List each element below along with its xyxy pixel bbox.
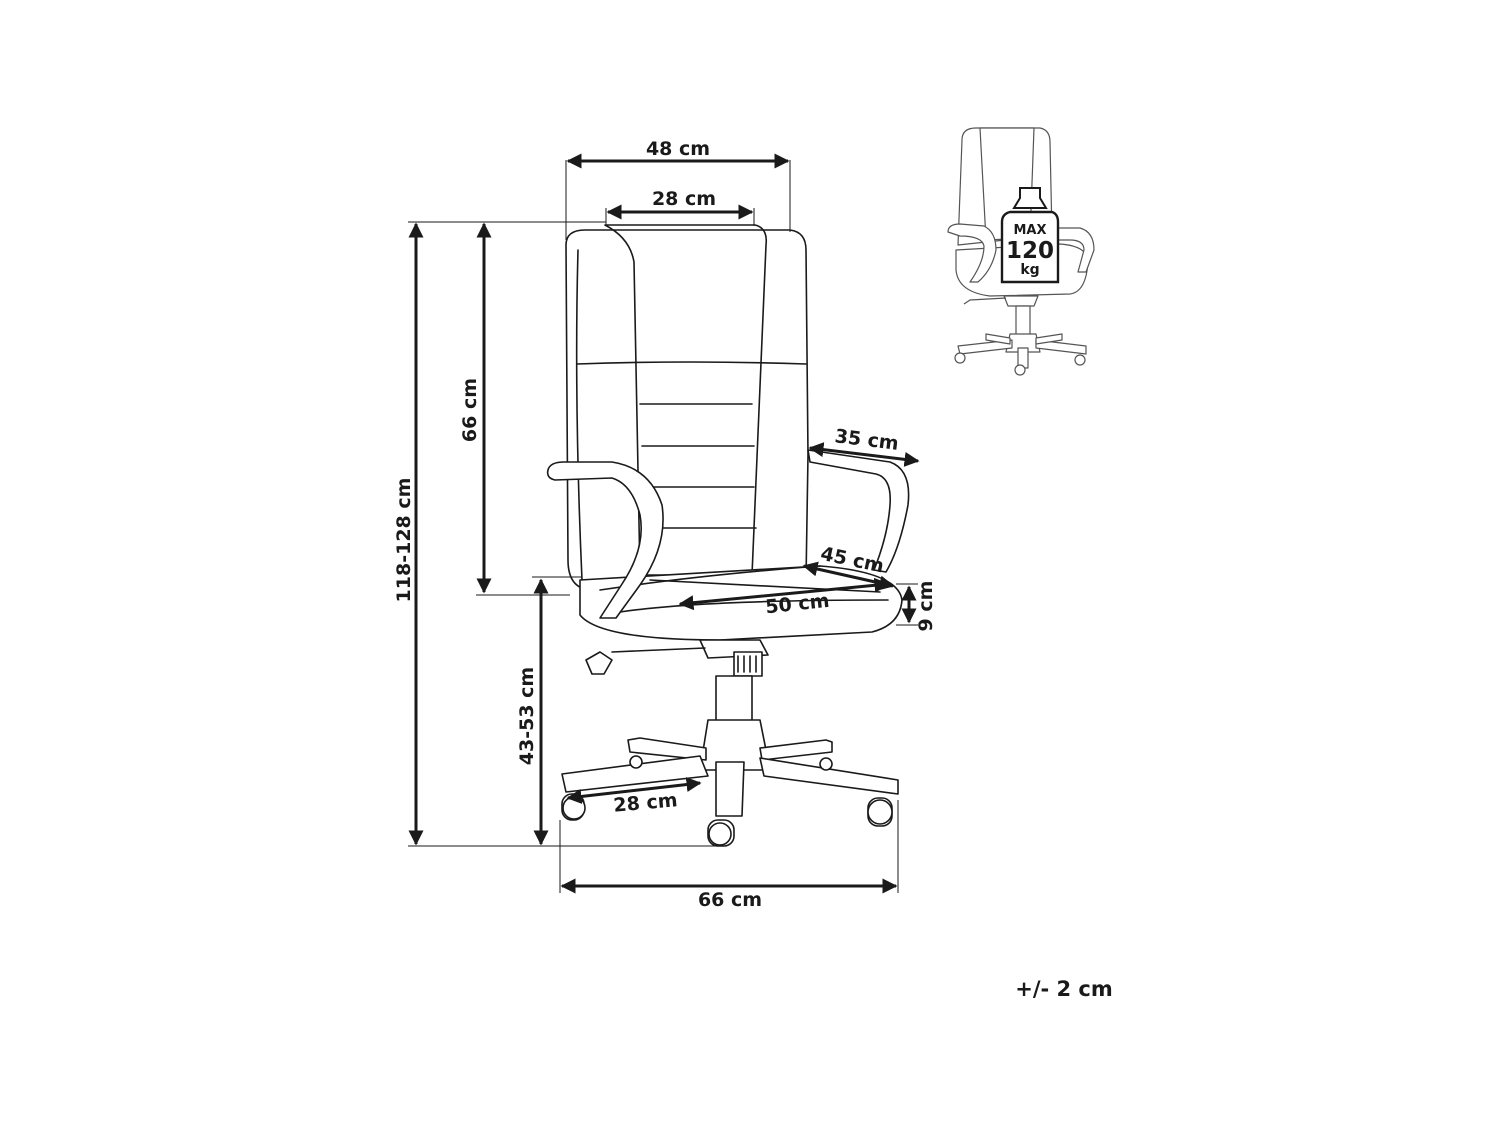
- base-leg-front-right: [759, 757, 899, 795]
- chair-drawing: [546, 224, 910, 847]
- label-total-height: 118-128 cm: [393, 478, 415, 603]
- base-leg-back-right: [759, 739, 833, 761]
- base-leg-back-left: [627, 737, 707, 761]
- label-leg-length: 28 cm: [613, 789, 679, 817]
- extension-lines: [408, 160, 918, 893]
- label-backrest-inner-width: 28 cm: [652, 188, 716, 210]
- label-base-width: 66 cm: [698, 889, 762, 911]
- label-seat-thickness: 9 cm: [915, 581, 937, 632]
- arrow-leg-length: [566, 777, 702, 804]
- caster-front-right: [867, 797, 893, 827]
- badge-unit: kg: [1020, 262, 1039, 278]
- badge-max-label: MAX: [1013, 223, 1046, 238]
- label-backrest-outer-width: 48 cm: [646, 138, 710, 160]
- base-leg-front: [715, 761, 745, 817]
- label-armrest-depth: 35 cm: [834, 425, 900, 455]
- backrest-shell: [565, 229, 809, 591]
- load-capacity-thumbnail: MAX 120 kg: [947, 127, 1095, 376]
- dimension-arrows: [408, 153, 920, 894]
- tolerance-note: +/- 2 cm: [1015, 977, 1113, 1001]
- label-seat-height: 43-53 cm: [516, 667, 538, 765]
- arrow-armrest-depth: [808, 442, 920, 467]
- caster-front: [707, 819, 735, 847]
- badge-max-value: 120: [1006, 238, 1054, 264]
- label-backrest-height: 66 cm: [459, 378, 481, 442]
- weight-badge: [1000, 210, 1060, 284]
- left-armrest: [546, 461, 664, 619]
- arrow-seat-width: [678, 577, 890, 611]
